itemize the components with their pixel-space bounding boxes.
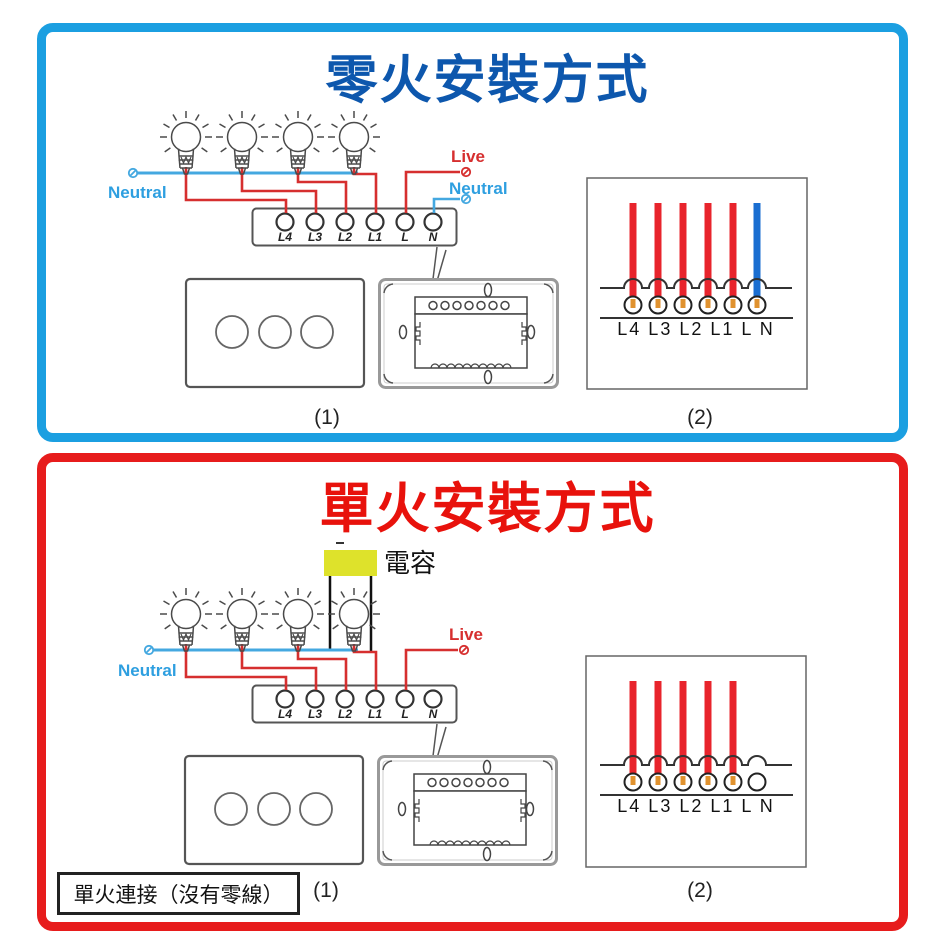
wired-terminals-panel: L4 L3 L2 L1 L N bbox=[586, 177, 808, 390]
wire-ends bbox=[630, 299, 760, 308]
light-bulb-icon bbox=[215, 110, 269, 175]
neutral-wire bbox=[127, 167, 472, 213]
inserted-wires bbox=[629, 203, 761, 301]
terminal-label: L3 bbox=[308, 230, 322, 244]
inserted-wires bbox=[629, 681, 737, 778]
terminal-row-label: L4 L3 L2 L1 L N bbox=[617, 796, 774, 816]
capacitor bbox=[324, 542, 377, 651]
neutral-wire bbox=[143, 644, 358, 656]
neutral-label: Neutral bbox=[449, 179, 508, 198]
light-bulb-icon bbox=[159, 587, 213, 652]
live-screw-icon bbox=[458, 644, 470, 656]
light-bulb-icon bbox=[271, 110, 325, 175]
switch-back-panel bbox=[377, 755, 558, 866]
live-screw-icon bbox=[460, 166, 472, 178]
light-bulb-icon bbox=[215, 587, 269, 652]
neutral-screw-icon bbox=[127, 167, 139, 179]
lamps bbox=[159, 587, 381, 652]
neutral-label: Neutral bbox=[118, 661, 177, 680]
terminal-label: L3 bbox=[308, 707, 322, 721]
neutral-screw-icon bbox=[143, 644, 155, 656]
single-live-section-title: 單火安裝方式 bbox=[319, 479, 656, 539]
switch-back-panel bbox=[378, 278, 559, 389]
live-label: Live bbox=[451, 147, 485, 166]
terminal-label: L2 bbox=[338, 707, 352, 721]
live-label: Live bbox=[449, 625, 483, 644]
neutral-live-section-title: 零火安裝方式 bbox=[325, 52, 650, 110]
terminal-label: L4 bbox=[278, 707, 292, 721]
terminal-label: L1 bbox=[368, 707, 382, 721]
lamps bbox=[159, 110, 381, 175]
wire-ends bbox=[630, 776, 736, 785]
figure-caption: (2) bbox=[687, 879, 713, 902]
neutral-label: Neutral bbox=[108, 183, 167, 202]
terminal-label: N bbox=[429, 230, 438, 244]
light-bulb-icon bbox=[159, 110, 213, 175]
terminal-label: L1 bbox=[368, 230, 382, 244]
terminal-label: L2 bbox=[338, 230, 352, 244]
terminal-label: L bbox=[401, 230, 408, 244]
light-bulb-icon bbox=[327, 110, 381, 175]
terminal-label: L4 bbox=[278, 230, 292, 244]
figure-caption: (2) bbox=[687, 406, 713, 429]
single-live-note: 單火連接（沒有零線） bbox=[57, 872, 300, 915]
figure-caption: (1) bbox=[314, 406, 340, 429]
figure-caption: (1) bbox=[313, 879, 339, 902]
light-bulb-icon bbox=[271, 587, 325, 652]
top-diagram: L4 L3 L2 L1 L N bbox=[108, 110, 808, 429]
capacitor-label: 電容 bbox=[384, 548, 436, 578]
terminal-label: N bbox=[429, 707, 438, 721]
switch-front-panel bbox=[183, 754, 365, 866]
terminal-row-label: L4 L3 L2 L1 L N bbox=[617, 319, 774, 339]
live-wires bbox=[184, 644, 470, 690]
terminal-label: L bbox=[401, 707, 408, 721]
switch-front-panel bbox=[184, 277, 366, 389]
bottom-diagram: 電容 L4 L3 L2 L1 L N bbox=[118, 542, 807, 902]
wired-terminals-panel: L4 L3 L2 L1 L N bbox=[585, 655, 807, 868]
